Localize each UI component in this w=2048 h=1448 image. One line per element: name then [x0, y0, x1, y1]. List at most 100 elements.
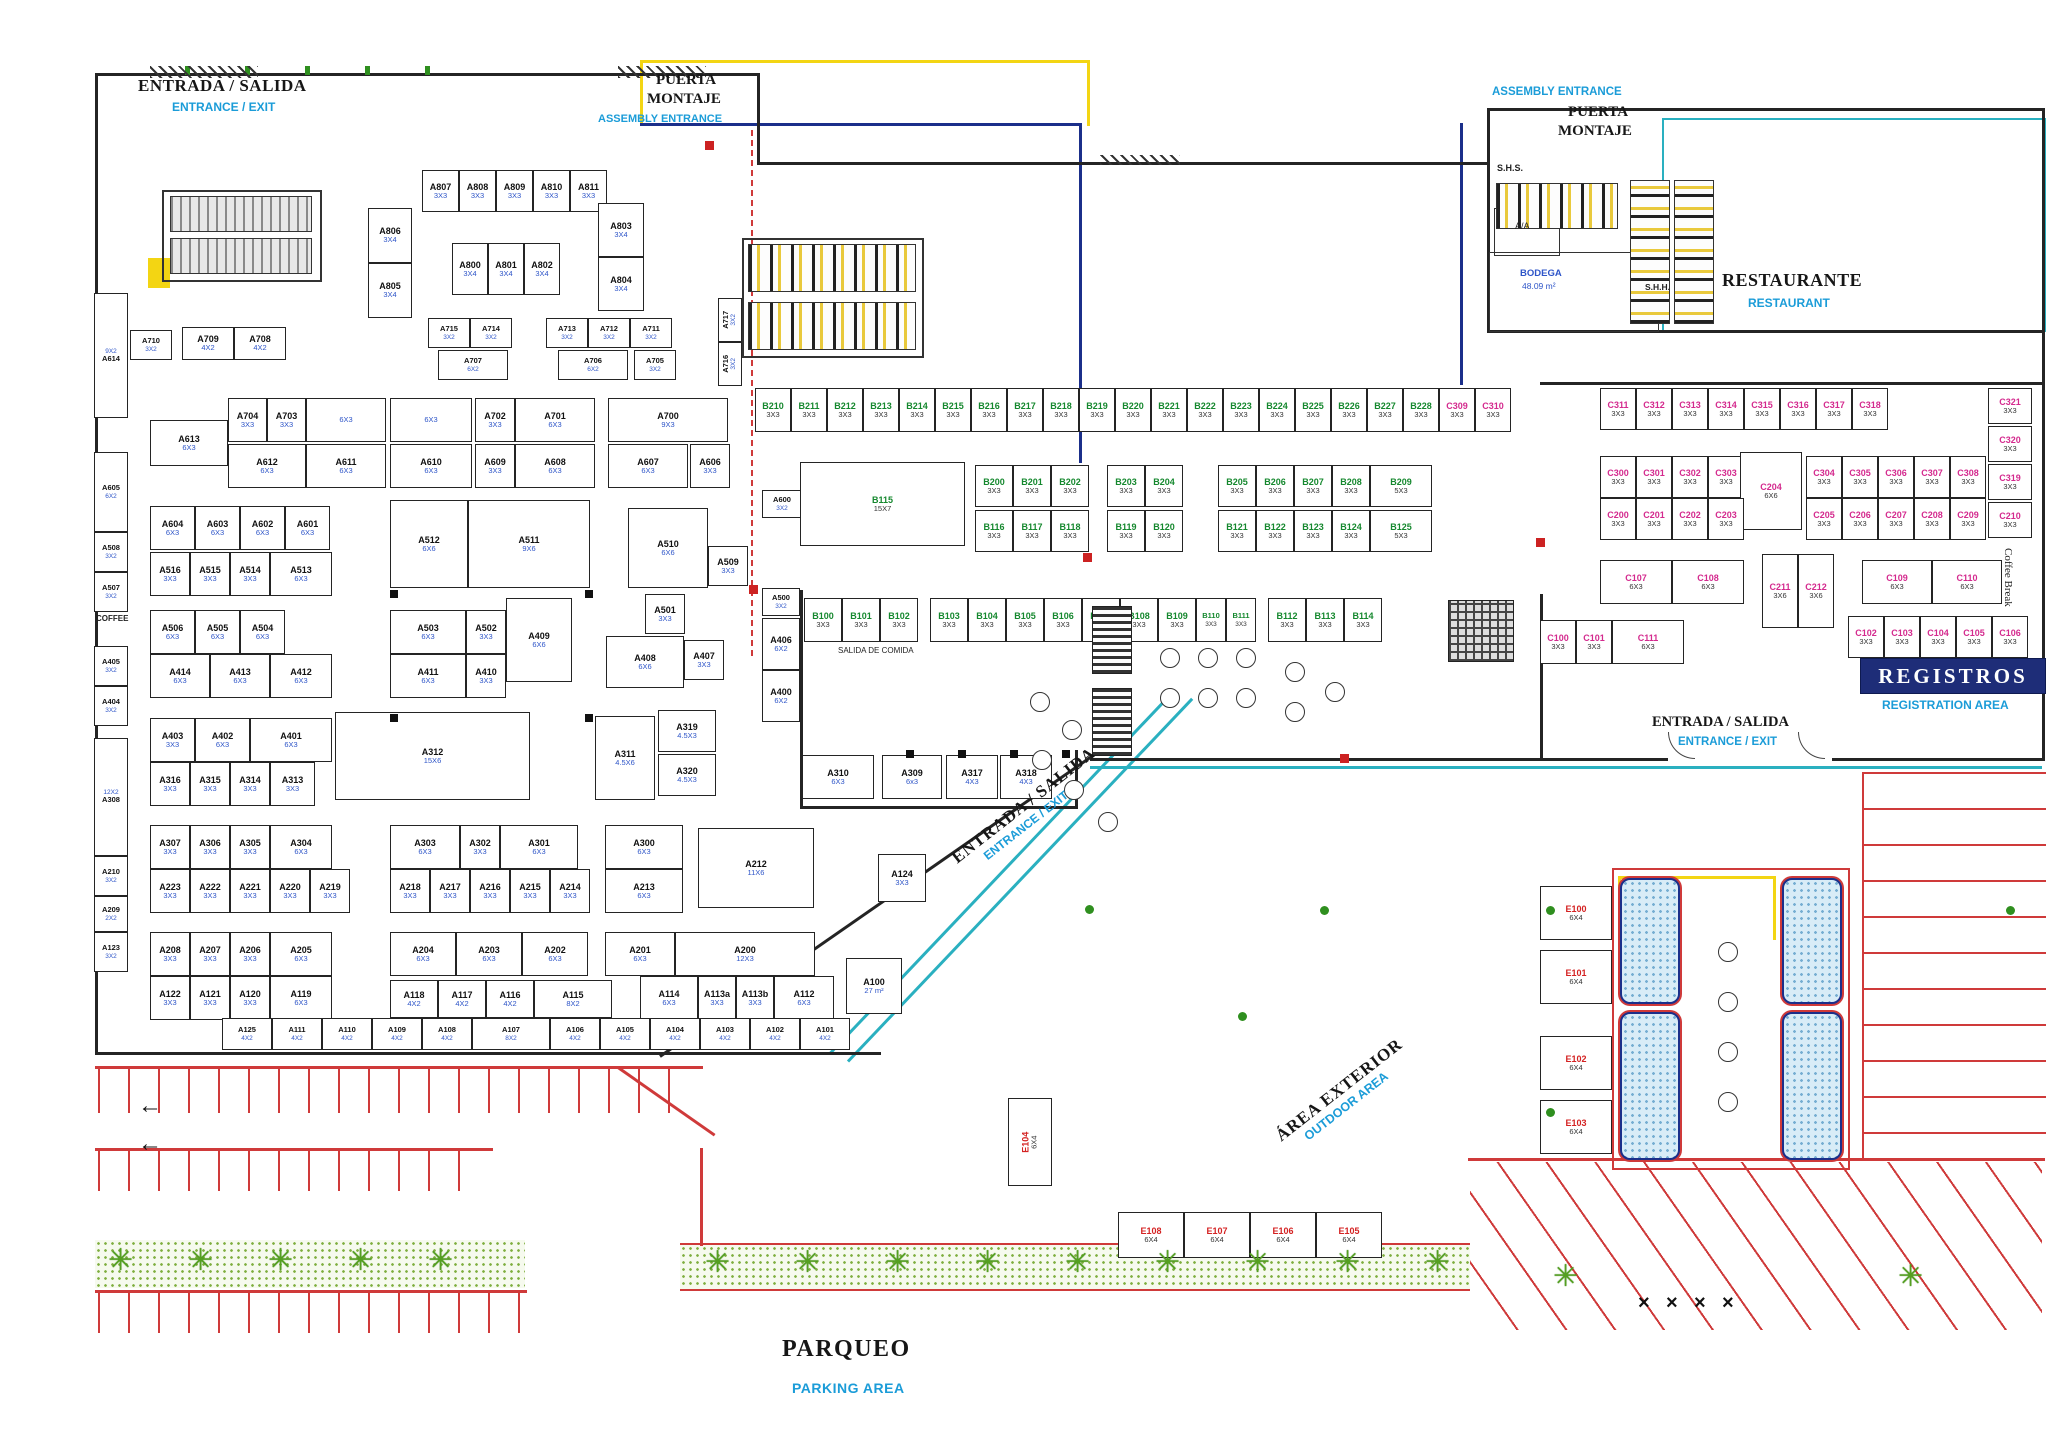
booth-size: 3X3	[658, 613, 672, 623]
booth-id: B118	[1059, 521, 1081, 532]
booth-size: 6X4	[1342, 1234, 1356, 1244]
booth-size: 12X2	[103, 789, 119, 797]
booth-id: A214	[559, 881, 581, 892]
booth-size: 3X3	[710, 997, 724, 1007]
booth-size: 6X3	[662, 997, 676, 1007]
booth-id: B122	[1264, 521, 1286, 532]
booth-size: 6X4	[1569, 912, 1583, 922]
navy-line	[1460, 123, 1463, 385]
booth-size: 3X3	[203, 846, 217, 856]
tree-dot	[1546, 906, 1555, 915]
booth-size: 3X4	[383, 290, 397, 300]
booth-size: 3X3	[942, 619, 956, 629]
booth-size: 3X6	[1773, 590, 1787, 600]
booth-size: 3X3	[323, 890, 337, 900]
plant-icon: ✳	[795, 1246, 821, 1279]
booth-size: 15X7	[873, 503, 892, 513]
booth-id: A515	[199, 564, 221, 575]
booth-size: 3X3	[1119, 530, 1133, 540]
booth-id: A508	[102, 543, 120, 553]
booth-size: 3X2	[485, 333, 497, 341]
booth-id: A610	[420, 456, 442, 467]
booth-size: 3X4	[499, 268, 513, 278]
booth-size: 4X2	[719, 1034, 731, 1042]
booth-size: 3X3	[910, 409, 924, 419]
booth-id: A613	[178, 433, 200, 444]
booth-id: A602	[251, 518, 274, 529]
booth-id: A608	[544, 456, 566, 467]
booth-size: 6X3	[294, 846, 308, 856]
booth-id: A202	[544, 944, 566, 955]
booth-id: B100	[812, 610, 834, 621]
tree-dot	[1238, 1012, 1247, 1021]
booth-id: A600	[773, 495, 791, 505]
booth-id: C311	[1607, 399, 1629, 410]
booth-id: A104	[666, 1025, 684, 1035]
booth-id: A302	[469, 837, 491, 848]
booth-id: A712	[600, 324, 618, 334]
booth-size: 6X3	[532, 846, 546, 856]
booth-id: A113b	[741, 988, 769, 999]
booth-size: 3X2	[561, 333, 573, 341]
booth-id: A710	[142, 336, 160, 346]
booth-size: 3X3	[854, 619, 868, 629]
booth-id: B102	[888, 610, 910, 621]
booth-id: A206	[239, 944, 261, 955]
booth-size: 3X3	[403, 890, 417, 900]
booth-id: A603	[206, 518, 229, 529]
booth-id: C104	[1927, 627, 1949, 638]
entrance-exit-top-left-label: ENTRANCE / EXIT	[172, 100, 276, 114]
booth-id: A703	[275, 410, 298, 421]
cross-mark: ×	[1694, 1292, 1706, 1314]
booth-size: 3X3	[1318, 619, 1332, 629]
booth-size: 3X4	[383, 235, 397, 245]
booth-size: 3X3	[479, 631, 493, 641]
booth-size: 6X6	[532, 639, 546, 649]
booth-id: A209	[102, 905, 120, 915]
booth-id: B218	[1050, 400, 1072, 411]
booth-size: 4X2	[569, 1034, 581, 1042]
booth-size: 6X4	[1569, 1062, 1583, 1072]
booth-id: A804	[610, 274, 632, 285]
booth-size: 3X3	[479, 675, 493, 685]
booth-id: A212	[745, 858, 767, 869]
wall	[1832, 758, 2044, 761]
booth-id: B209	[1390, 476, 1412, 487]
booth-id: A700	[657, 410, 679, 421]
pool	[1782, 1012, 1842, 1160]
booth-size: 3X3	[980, 619, 994, 629]
booth-id: B119	[1115, 521, 1137, 532]
booth-size: 3X2	[645, 333, 657, 341]
booth-id: A404	[102, 697, 120, 707]
booth-size: 3X3	[1205, 620, 1217, 628]
booth-id: B212	[834, 400, 856, 411]
